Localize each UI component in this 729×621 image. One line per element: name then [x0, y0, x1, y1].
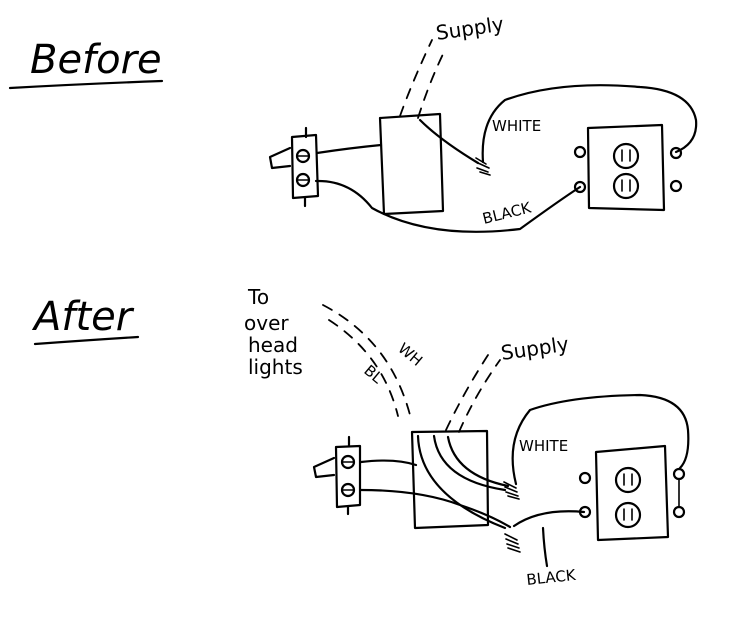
before-title-underline	[8, 79, 164, 90]
before-white-label: WHITE	[492, 117, 541, 135]
after-white-wire	[511, 393, 690, 486]
after-section: After To over head lights WH BL Supply	[31, 285, 690, 589]
after-supply-cable	[445, 351, 501, 433]
after-white-label: WHITE	[519, 437, 568, 455]
after-switch-wire-bottom	[359, 488, 512, 529]
after-box-wire-1	[432, 434, 507, 492]
after-black-label-pointer	[541, 526, 549, 568]
after-black-wire	[512, 510, 586, 528]
after-supply-label: Supply	[499, 332, 570, 365]
after-overhead-line: over	[244, 311, 289, 335]
after-overhead-cable	[322, 304, 411, 417]
before-section: Before Supply	[8, 12, 698, 233]
after-title: After	[31, 294, 135, 340]
before-supply-label: Supply	[434, 12, 505, 45]
before-junction-box	[378, 112, 445, 216]
after-junction-box	[410, 429, 490, 530]
after-box-wire-2	[446, 435, 510, 488]
after-wh-label: WH	[394, 339, 426, 370]
before-switch-wire-top	[315, 143, 383, 155]
after-overhead-label: To over head lights	[244, 285, 303, 379]
before-title: Before	[30, 37, 162, 83]
before-white-wire	[481, 84, 698, 164]
after-switch	[312, 435, 362, 516]
before-supply-cable	[399, 39, 447, 119]
before-box-to-junction-wire	[418, 118, 480, 165]
after-switch-wire-top	[359, 459, 418, 467]
after-black-label: BLACK	[526, 566, 578, 589]
before-outlet	[573, 123, 683, 212]
after-overhead-line: lights	[248, 355, 303, 379]
after-wire-nut-bottom	[504, 533, 521, 553]
after-overhead-line: head	[248, 333, 298, 357]
before-switch-wire-bottom	[314, 179, 582, 233]
after-bl-label: BL	[360, 361, 386, 387]
after-box-wire-3	[416, 434, 507, 530]
before-switch	[268, 126, 320, 208]
after-overhead-line: To	[247, 285, 269, 309]
after-wire-nut-top	[503, 481, 520, 500]
before-wire-nut	[475, 157, 491, 176]
after-title-underline	[33, 335, 140, 346]
after-outlet	[578, 444, 686, 542]
